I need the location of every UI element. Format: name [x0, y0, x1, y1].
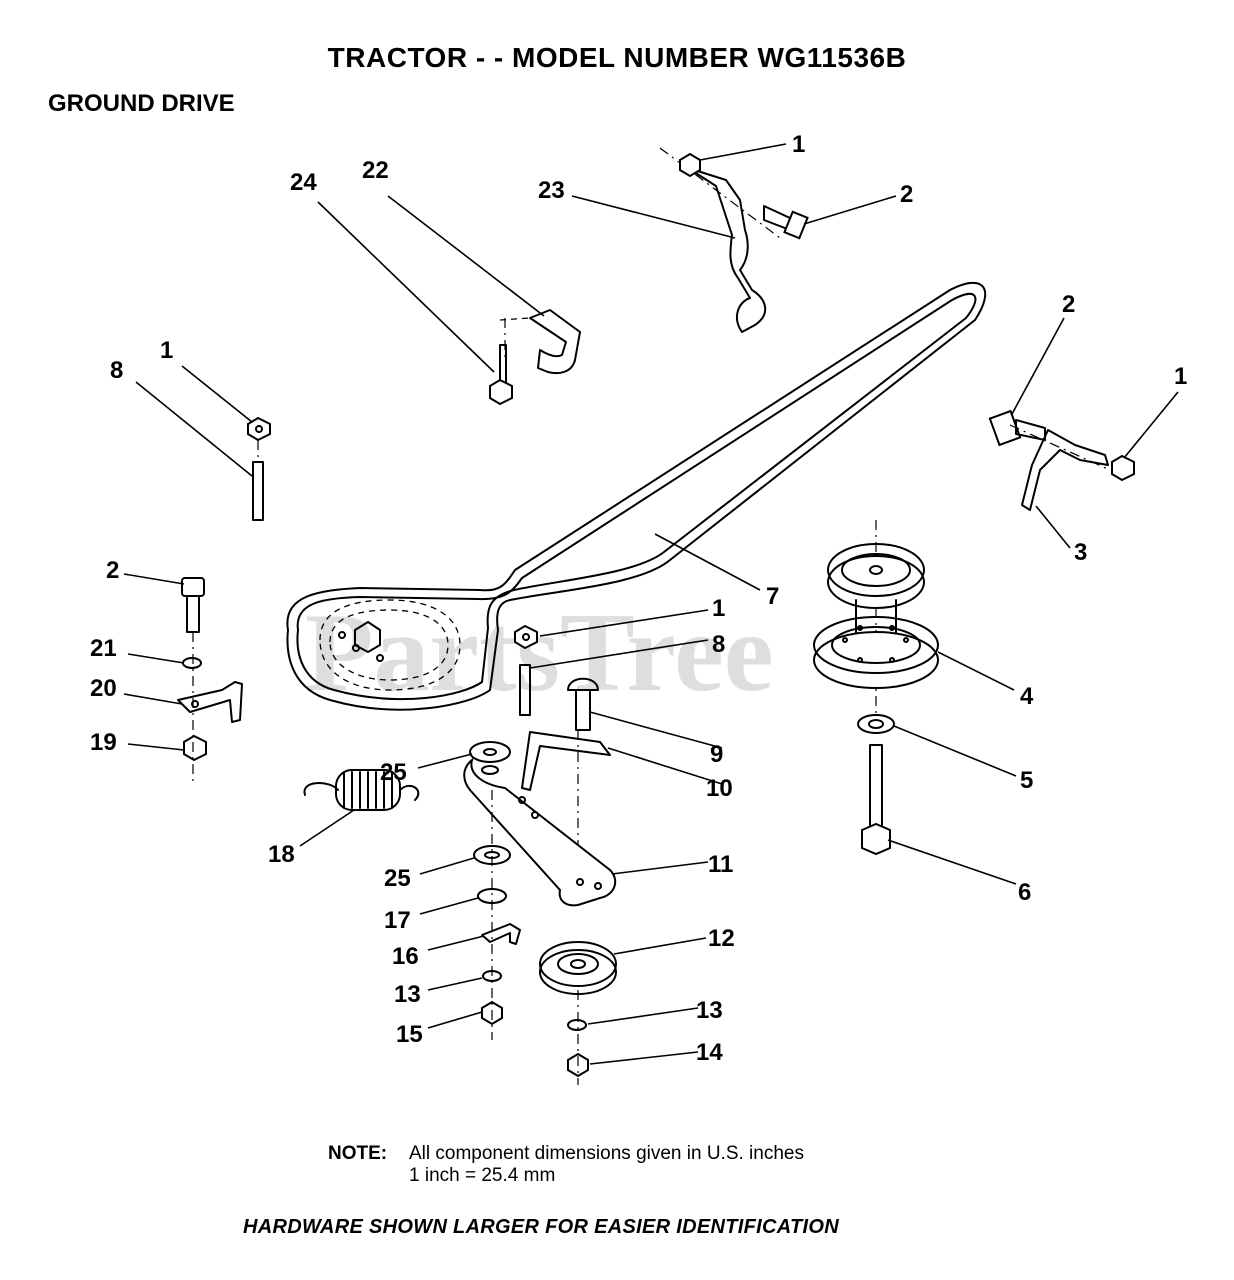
callout-11: 11: [708, 851, 733, 878]
note-line-1: All component dimensions given in U.S. i…: [409, 1143, 804, 1164]
callout-16: 16: [392, 943, 419, 970]
engine-pulley-assembly: [813, 520, 939, 856]
spring-18: [303, 769, 420, 811]
watermark-text: PartsTree: [305, 591, 774, 715]
section-title: GROUND DRIVE: [48, 90, 235, 117]
left-bracket-assembly: [177, 577, 243, 785]
callout-25: 25: [380, 759, 407, 786]
belt-guide-22: [489, 309, 581, 406]
hardware-footnote: HARDWARE SHOWN LARGER FOR EASIER IDENTIF…: [243, 1216, 839, 1238]
callout-1: 1: [792, 131, 805, 158]
callout-1: 1: [1174, 363, 1187, 390]
callout-9: 9: [710, 741, 723, 768]
callout-18: 18: [268, 841, 295, 868]
idler-stud-assembly: [514, 624, 611, 880]
idler-arm-11: [463, 741, 617, 1040]
callout-6: 6: [1018, 879, 1031, 906]
callout-15: 15: [396, 1021, 423, 1048]
callout-19: 19: [90, 729, 117, 756]
callout-13: 13: [696, 997, 723, 1024]
callout-2: 2: [1062, 291, 1075, 318]
callout-24: 24: [290, 169, 317, 196]
idler-pulley-assembly: [539, 941, 617, 1085]
callout-8: 8: [712, 631, 725, 658]
callout-7: 7: [766, 583, 779, 610]
callout-13: 13: [394, 981, 421, 1008]
callout-20: 20: [90, 675, 117, 702]
callout-17: 17: [384, 907, 411, 934]
note-line-2: 1 inch = 25.4 mm: [409, 1165, 556, 1186]
callout-8: 8: [110, 357, 123, 384]
callout-10: 10: [706, 775, 733, 802]
belt-guide-bracket-top: [659, 147, 809, 333]
page-title: TRACTOR - - MODEL NUMBER WG11536B: [327, 42, 907, 73]
callout-5: 5: [1020, 767, 1033, 794]
callout-4: 4: [1020, 683, 1034, 710]
callout-3: 3: [1074, 539, 1087, 566]
callout-1: 1: [160, 337, 173, 364]
stud-bolt-8-left: [247, 416, 271, 521]
leader-lines: [123, 143, 1179, 1065]
callout-2: 2: [106, 557, 119, 584]
callout-23: 23: [538, 177, 565, 204]
callout-21: 21: [90, 635, 117, 662]
callout-12: 12: [708, 925, 735, 952]
callout-1: 1: [712, 595, 725, 622]
note-label: NOTE:: [328, 1143, 388, 1164]
callout-2: 2: [900, 181, 913, 208]
drive-belt: [286, 281, 987, 711]
callout-22: 22: [362, 157, 389, 184]
callout-25: 25: [384, 865, 411, 892]
callout-numbers: 1 2 23 24 22 2 1 1 8 3 7 4 2 1 21 8 20 9…: [90, 131, 1187, 1066]
belt-guide-bracket-right: [988, 409, 1135, 511]
callout-14: 14: [696, 1039, 723, 1066]
